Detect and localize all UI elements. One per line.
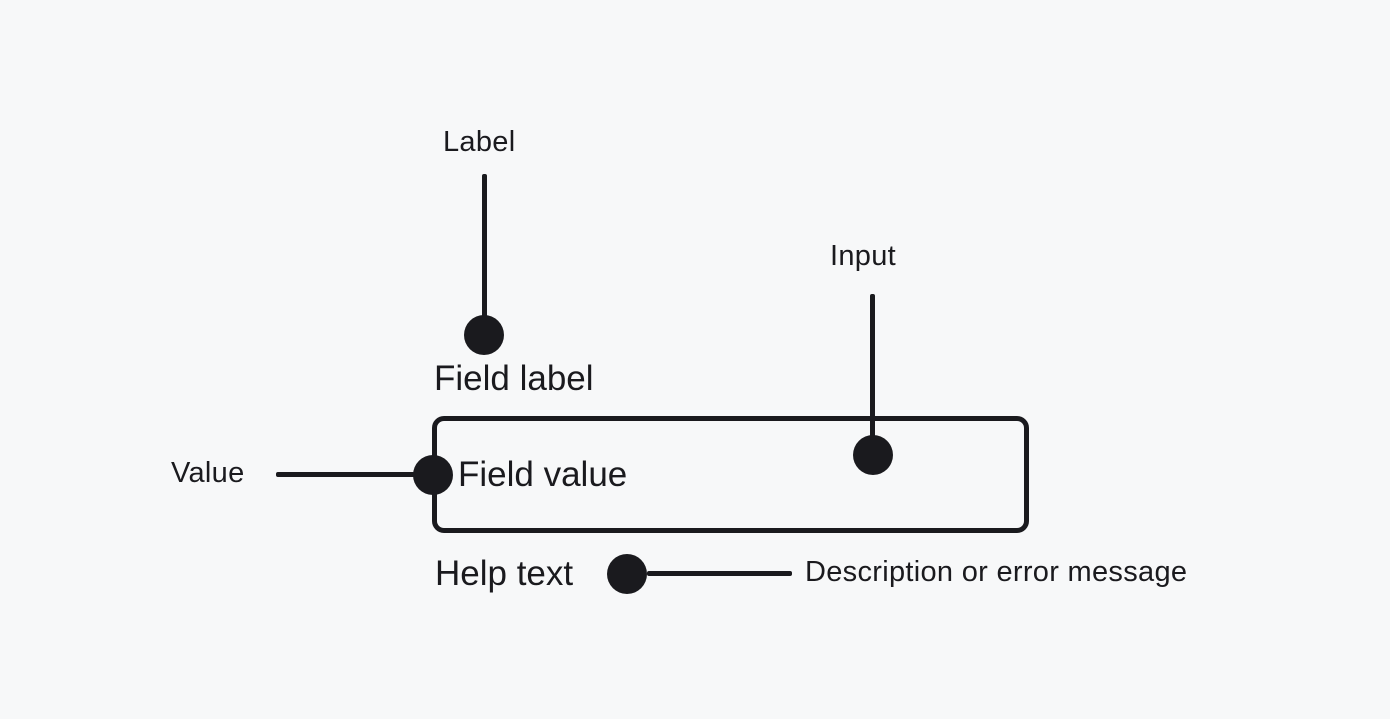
callout-input-connector-dot-icon xyxy=(853,435,893,475)
help-text-label: Help text xyxy=(435,554,574,593)
field-label-text: Field label xyxy=(434,359,594,398)
callout-help-description-text: Description or error message xyxy=(805,556,1188,588)
callout-input-text: Input xyxy=(830,240,896,272)
callout-label-connector-dot-icon xyxy=(464,315,504,355)
callout-value-connector-line xyxy=(276,472,421,477)
callout-label-text: Label xyxy=(443,126,516,158)
callout-label-connector-line xyxy=(482,174,487,318)
callout-help-connector-dot-icon xyxy=(607,554,647,594)
callout-help-connector-line xyxy=(647,571,792,576)
field-value-text: Field value xyxy=(458,455,628,494)
callout-value-text: Value xyxy=(171,457,245,489)
callout-value-connector-dot-icon xyxy=(413,455,453,495)
callout-input-connector-line xyxy=(870,294,875,439)
